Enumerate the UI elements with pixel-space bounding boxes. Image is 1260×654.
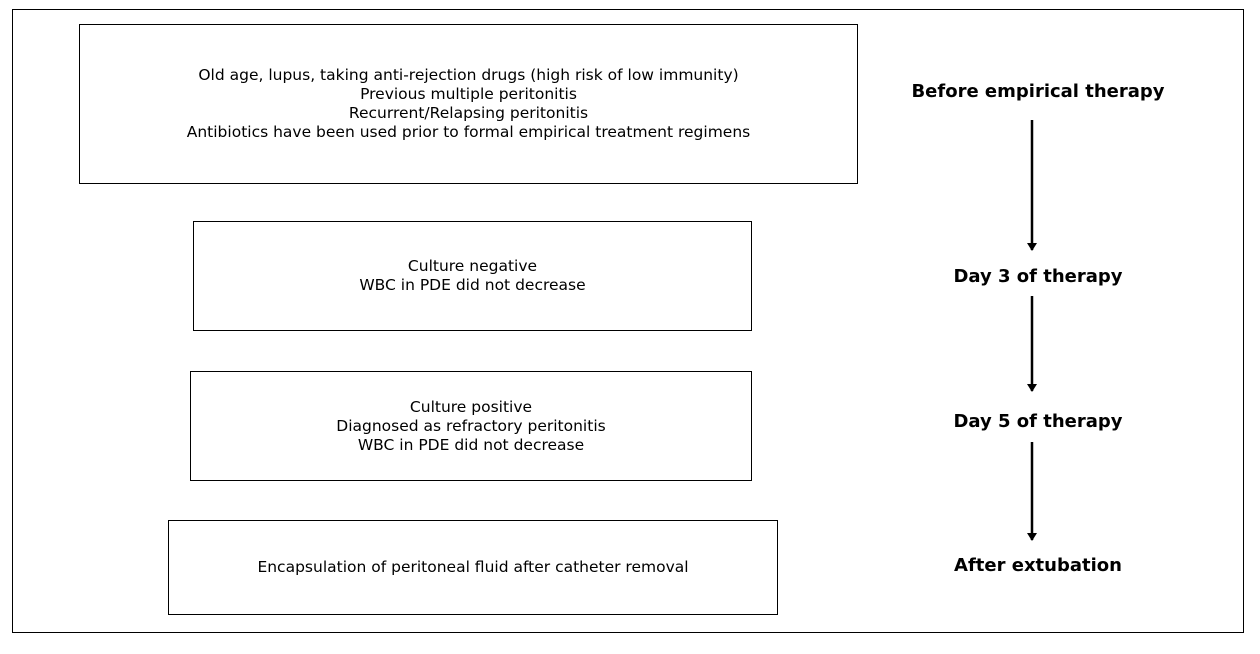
box-line: Diagnosed as refractory peritonitis: [336, 416, 606, 435]
box-line: Culture negative: [407, 257, 538, 275]
box-line: WBC in PDE did not decrease: [357, 435, 585, 454]
figure-frame: [12, 9, 1244, 633]
day3-findings-box: Culture negative WBC in PDE did not decr…: [193, 221, 752, 331]
extubation-findings-box: Encapsulation of peritoneal fluid after …: [168, 520, 778, 615]
day5-findings-box: Culture positive Diagnosed as refractory…: [190, 371, 752, 481]
box-line: Previous multiple peritonitis: [360, 85, 577, 103]
stage-label-after-extubation: After extubation: [954, 555, 1122, 576]
stage-label-day3: Day 3 of therapy: [953, 266, 1123, 287]
box-line: Recurrent/Relapsing peritonitis: [348, 104, 589, 122]
box-line: Old age, lupus, taking anti-rejection dr…: [198, 66, 739, 84]
box-line: Culture positive: [409, 397, 533, 416]
risk-factors-box: Old age, lupus, taking anti-rejection dr…: [79, 24, 858, 184]
stage-label-day5: Day 5 of therapy: [953, 411, 1123, 432]
box-line: Antibiotics have been used prior to form…: [186, 123, 751, 141]
stage-label-before-therapy: Before empirical therapy: [911, 81, 1165, 102]
box-line: WBC in PDE did not decrease: [359, 276, 586, 294]
box-line: Encapsulation of peritoneal fluid after …: [257, 558, 689, 576]
